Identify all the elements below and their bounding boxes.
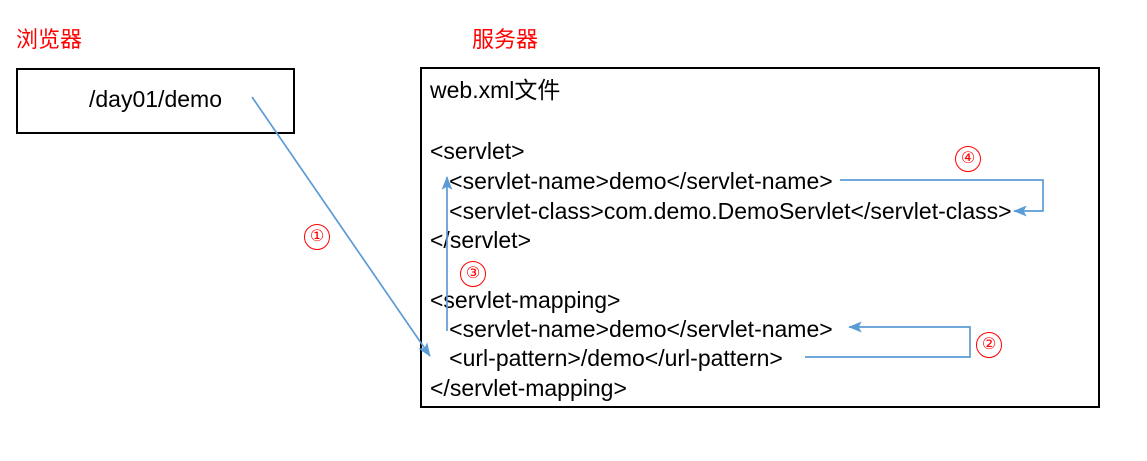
code-line-servlet-open: <servlet> [430,138,525,164]
code-line-servlet-mapping-close: </servlet-mapping> [430,375,627,401]
code-line-servlet-name: <servlet-name>demo</servlet-name> [430,168,833,194]
browser-url-text: /day01/demo [89,86,222,112]
step-number-1: ① [304,224,330,250]
code-line-mapping-servlet-name: <servlet-name>demo</servlet-name> [430,316,833,342]
step-number-4: ④ [955,146,981,172]
arrow-1-request-path [251,96,431,357]
step-number-2: ② [976,332,1002,358]
code-line-url-pattern: <url-pattern>/demo</url-pattern> [430,345,783,371]
webxml-file-label: web.xml文件 [430,77,561,103]
step-number-3: ③ [460,261,486,287]
code-line-servlet-class: <servlet-class>com.demo.DemoServlet</ser… [430,198,1012,224]
code-line-servlet-mapping-open: <servlet-mapping> [430,287,621,313]
server-section-title: 服务器 [472,27,539,52]
browser-section-title: 浏览器 [16,27,83,52]
code-line-servlet-close: </servlet> [430,227,531,253]
